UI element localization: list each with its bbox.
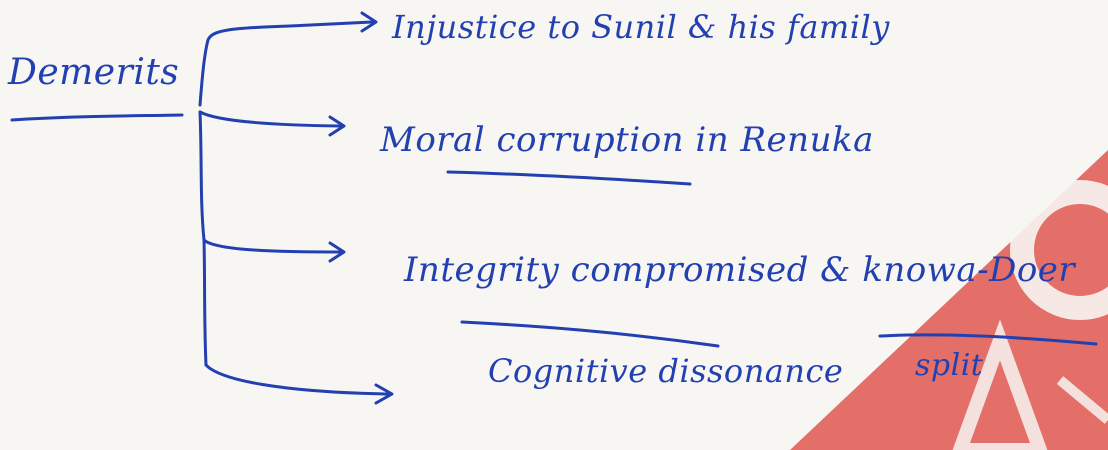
branch-integrity-suffix: split xyxy=(915,348,984,383)
branch-injustice: Injustice to Sunil & his family xyxy=(392,8,890,46)
branch-moral-corruption: Moral corruption in Renuka xyxy=(380,120,874,160)
branch-integrity: Integrity compromised & knowa-Doer xyxy=(404,250,1076,290)
heading-demerits: Demerits xyxy=(8,52,180,93)
branch-cognitive: Cognitive dissonance xyxy=(488,352,844,390)
